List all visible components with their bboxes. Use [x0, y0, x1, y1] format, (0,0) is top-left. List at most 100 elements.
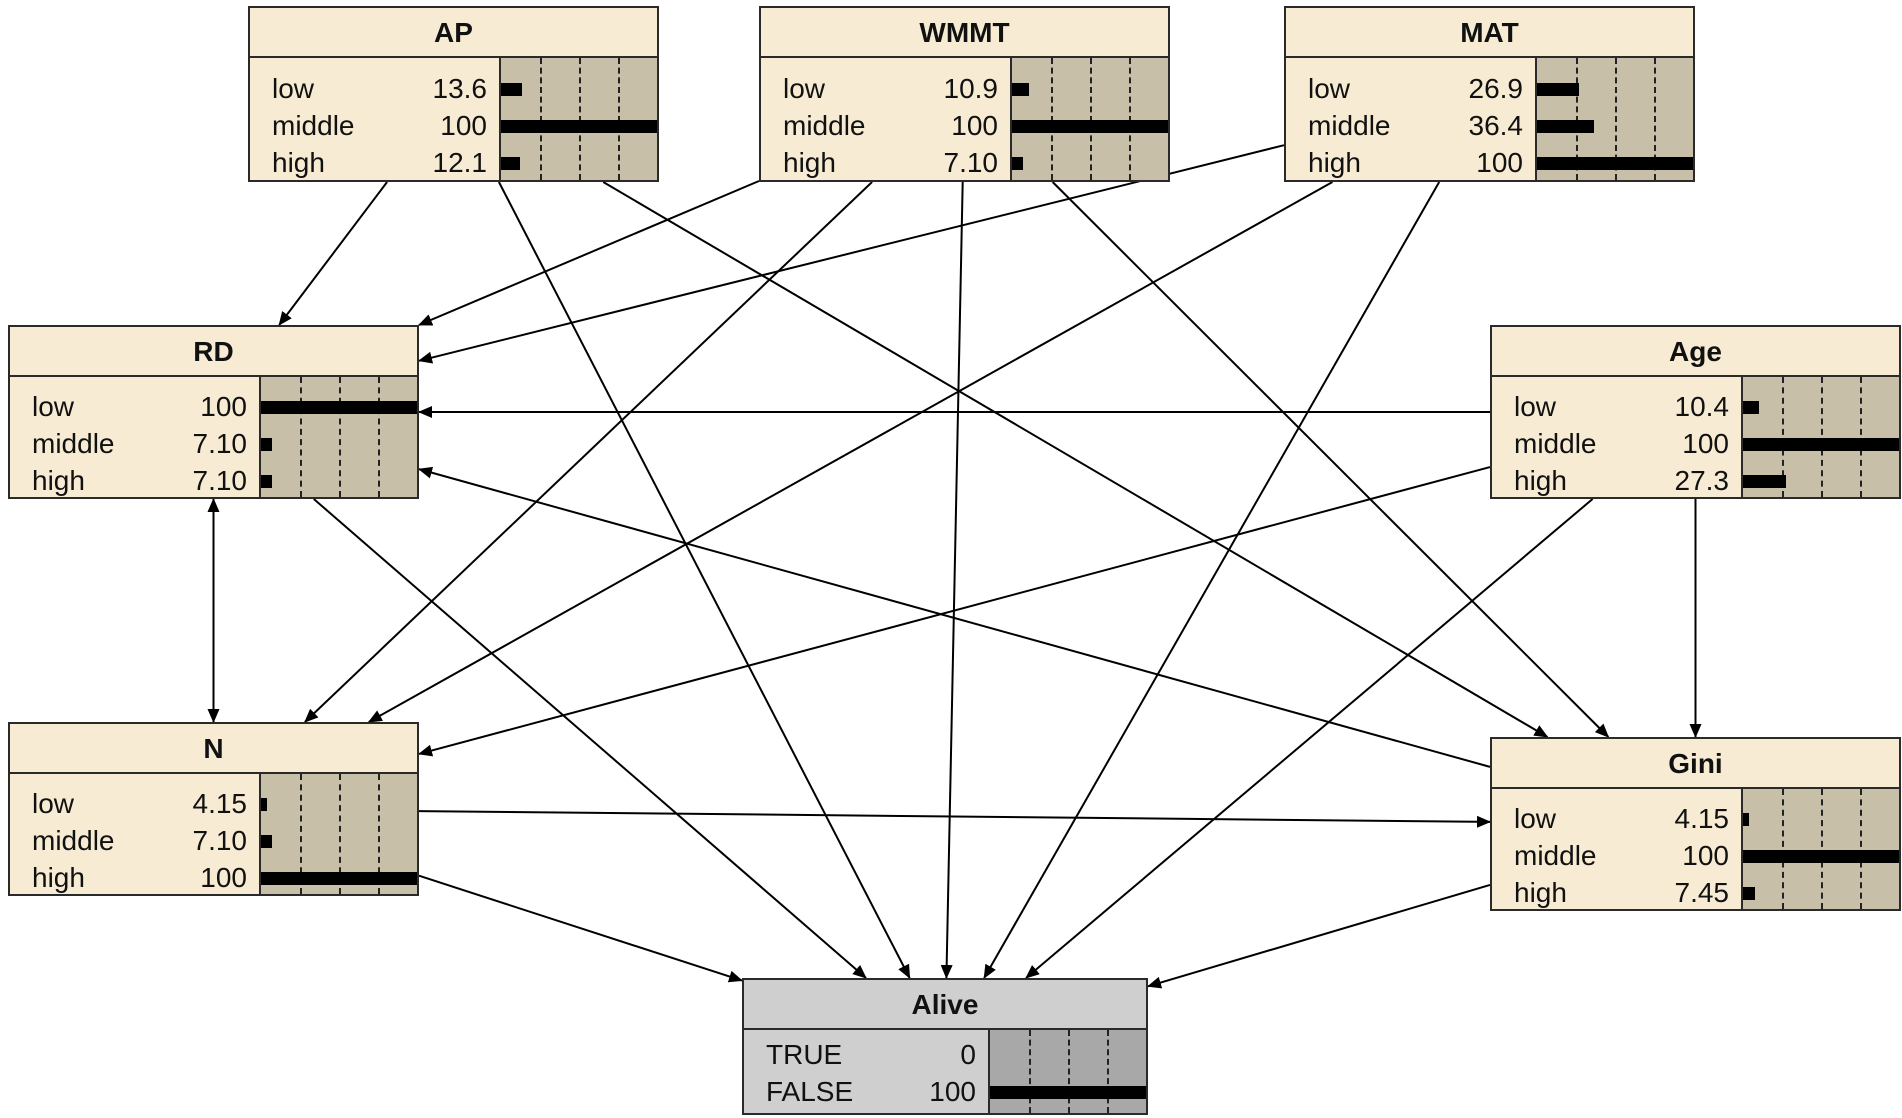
belief-bars — [1743, 789, 1899, 909]
node-n-title: N — [10, 724, 417, 774]
state-value: 0 — [960, 1039, 976, 1070]
edge-mat-to-n — [367, 181, 1333, 723]
edge-n-to-alive — [418, 874, 743, 983]
belief-bars — [1012, 58, 1168, 180]
belief-bar — [261, 475, 273, 488]
state-value: 12.1 — [432, 147, 488, 178]
state-label: TRUE — [766, 1039, 843, 1070]
belief-bars — [261, 774, 417, 894]
state-label: high — [1514, 465, 1567, 496]
state-row: FALSE 100 — [766, 1075, 976, 1109]
state-row: high 7.10 — [32, 464, 247, 498]
state-row: high 7.10 — [783, 146, 998, 180]
state-value: 7.10 — [192, 825, 248, 856]
state-value: 36.4 — [1468, 110, 1524, 141]
belief-bar — [261, 835, 273, 848]
state-value: 13.6 — [432, 73, 488, 104]
state-row: TRUE 0 — [766, 1038, 976, 1072]
belief-bar — [1743, 475, 1786, 488]
edge-rd-to-alive — [313, 498, 867, 979]
node-mat-title: MAT — [1286, 8, 1693, 58]
belief-bar — [501, 120, 657, 133]
belief-bars — [501, 58, 657, 180]
belief-bar — [1012, 120, 1168, 133]
node-wmmt-title: WMMT — [761, 8, 1168, 58]
state-value: 10.4 — [1674, 391, 1730, 422]
edge-ap-to-rd — [278, 181, 388, 326]
belief-bar — [1537, 120, 1594, 133]
state-label: high — [783, 147, 836, 178]
state-value: 100 — [929, 1076, 976, 1107]
state-label: low — [32, 391, 75, 422]
belief-bar — [1537, 83, 1579, 96]
state-row: middle 100 — [272, 109, 487, 143]
edge-gini-to-alive — [1147, 883, 1491, 989]
state-label: low — [32, 788, 75, 819]
state-label: FALSE — [766, 1076, 854, 1107]
state-label: middle — [32, 825, 115, 856]
state-value: 100 — [200, 391, 247, 422]
state-label: high — [1514, 877, 1567, 908]
edge-ap-to-alive — [498, 181, 911, 979]
state-value: 100 — [1476, 147, 1523, 178]
state-label: middle — [1514, 428, 1597, 459]
state-value: 7.10 — [943, 147, 999, 178]
state-label: high — [32, 862, 85, 893]
state-value: 7.45 — [1674, 877, 1730, 908]
state-value: 100 — [200, 862, 247, 893]
edge-mat-to-alive — [983, 181, 1441, 979]
belief-bars — [1743, 377, 1899, 497]
node-age-title: Age — [1492, 327, 1899, 377]
edge-age-to-n — [418, 466, 1491, 757]
state-row: middle 7.10 — [32, 824, 247, 858]
state-row: high 7.45 — [1514, 876, 1729, 910]
belief-bars — [990, 1030, 1146, 1113]
state-value: 100 — [440, 110, 487, 141]
state-label: high — [32, 465, 85, 496]
belief-bar — [1743, 438, 1899, 451]
belief-bar — [1012, 157, 1024, 170]
edge-wmmt-to-gini — [1051, 181, 1610, 738]
state-label: low — [1514, 803, 1557, 834]
state-value: 7.10 — [192, 428, 248, 459]
node-gini-title: Gini — [1492, 739, 1899, 789]
belief-bar — [1012, 83, 1029, 96]
belief-bar — [501, 157, 520, 170]
state-value: 100 — [951, 110, 998, 141]
belief-bars — [261, 377, 417, 497]
node-alive-title: Alive — [744, 980, 1146, 1030]
state-value: 100 — [1682, 840, 1729, 871]
node-ap-title: AP — [250, 8, 657, 58]
belief-bar — [261, 872, 417, 885]
state-label: middle — [272, 110, 355, 141]
node-alive[interactable]: Alive TRUE 0 FALSE 100 — [742, 978, 1148, 1115]
edge-ap-to-gini — [602, 181, 1549, 738]
state-value: 7.10 — [192, 465, 248, 496]
state-value: 4.15 — [1674, 803, 1730, 834]
state-label: low — [1514, 391, 1557, 422]
edge-wmmt-to-alive — [940, 181, 964, 979]
state-value: 10.9 — [943, 73, 999, 104]
edge-wmmt-to-rd — [418, 180, 760, 326]
edge-gini-to-rd — [418, 466, 1491, 768]
